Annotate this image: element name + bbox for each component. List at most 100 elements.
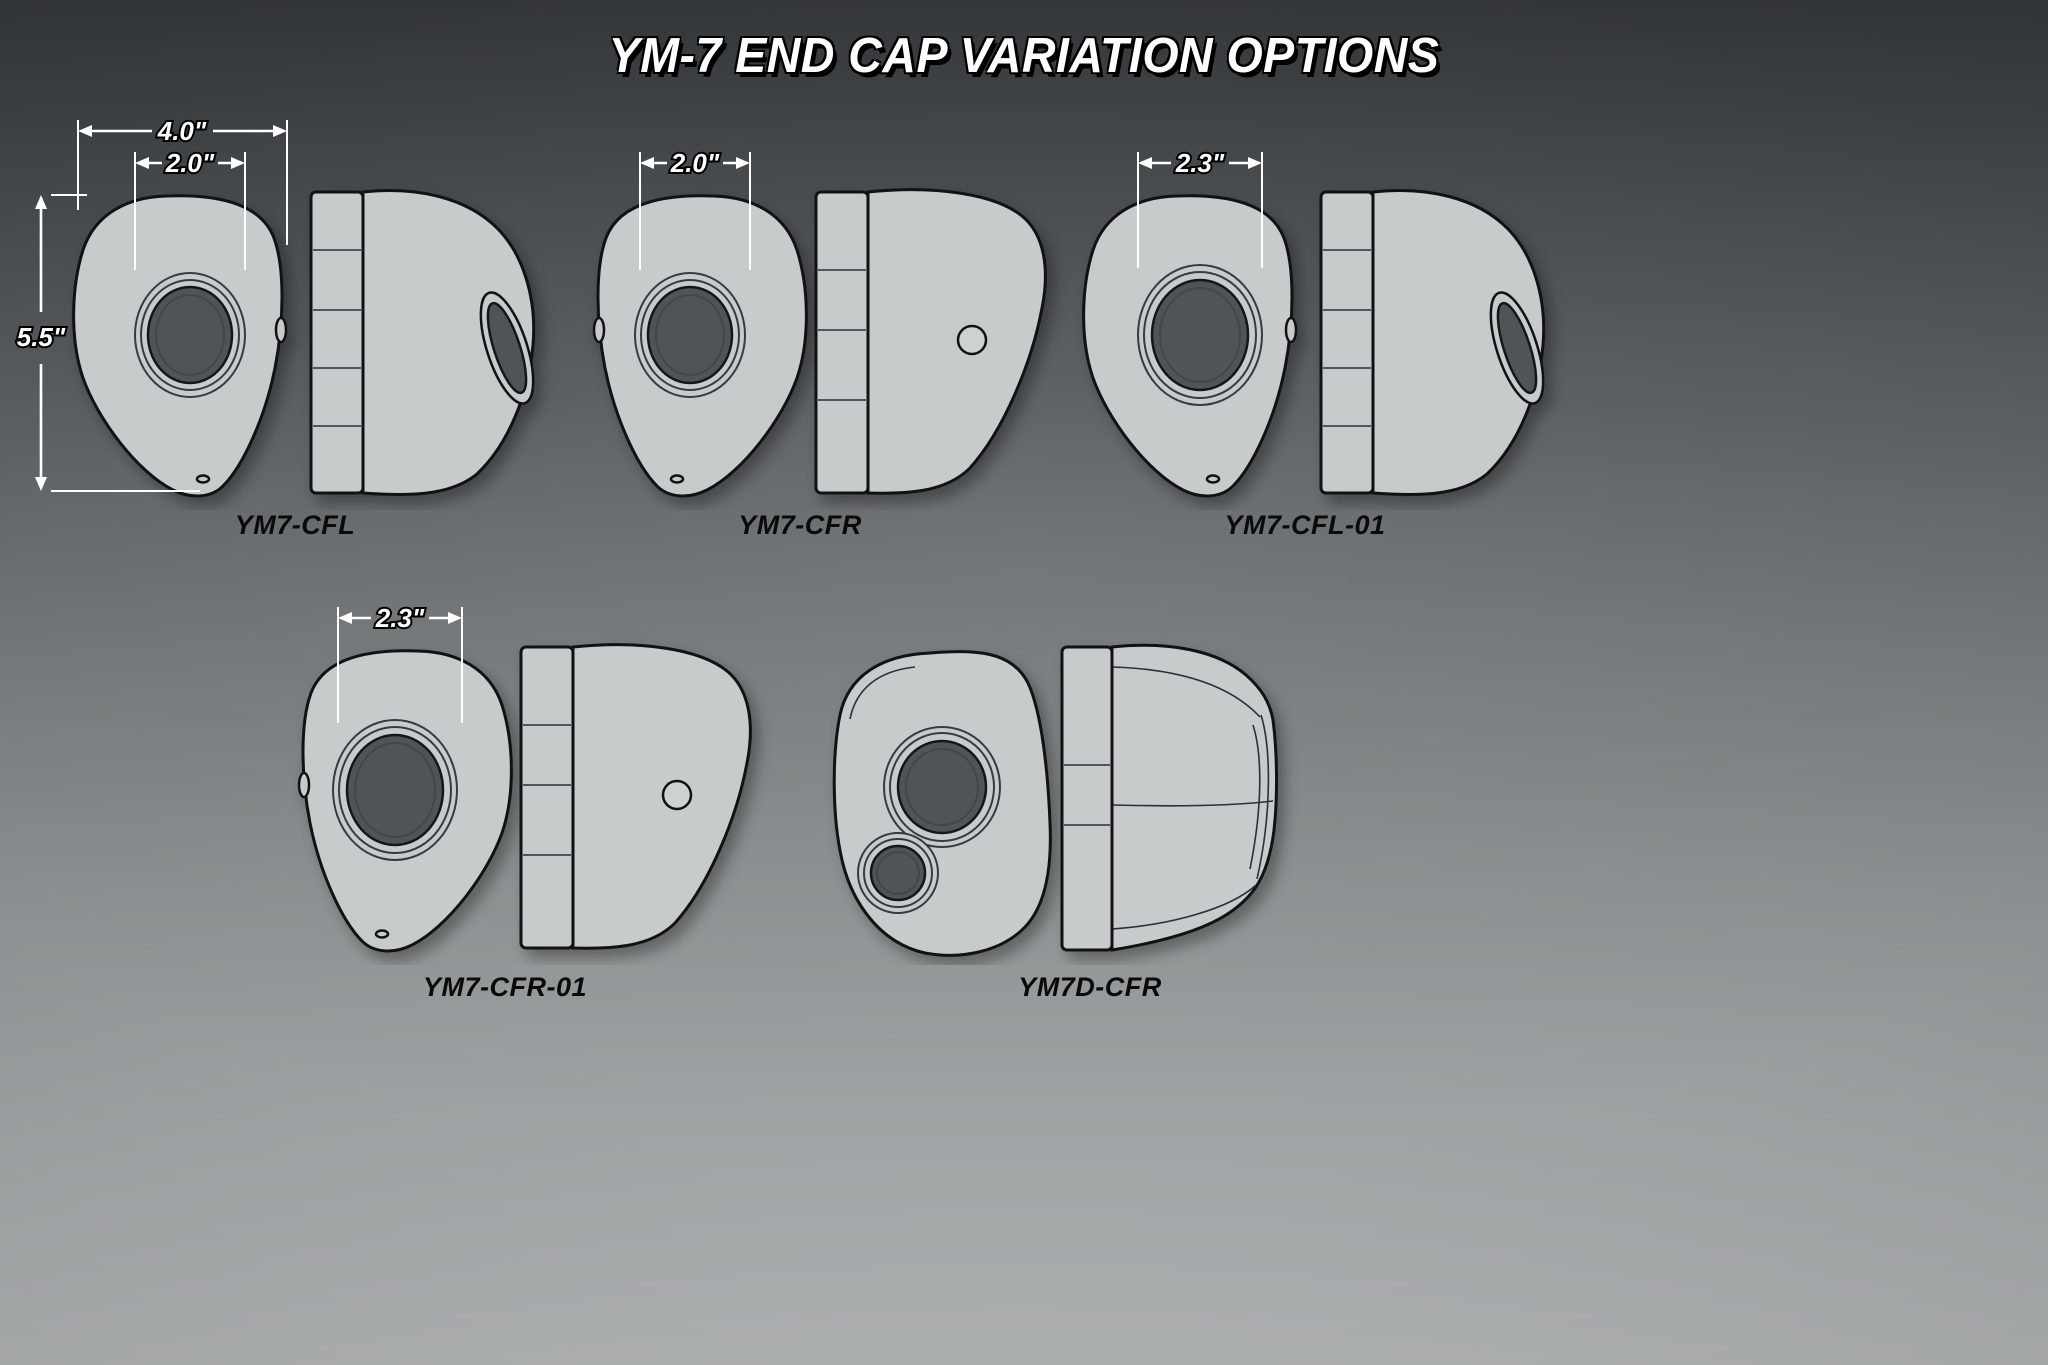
arrowhead-right: [448, 612, 462, 624]
dim-value-opening-width: 2.3": [1175, 148, 1225, 178]
outlet-tip: [1489, 291, 1545, 405]
dim-opening-width: 2.3": [337, 601, 463, 723]
arrowhead-left: [640, 157, 654, 169]
dim-value-opening-width: 2.3": [375, 603, 425, 633]
side-slot: [274, 316, 288, 344]
variant-label-ym7-cfr: YM7-CFR: [738, 510, 862, 540]
arrowhead-right: [736, 157, 750, 169]
arrowhead-left: [78, 125, 92, 137]
extension-lines: [134, 152, 246, 270]
rivet: [669, 474, 685, 484]
mount-flange: [309, 190, 365, 495]
outlet-ring-inner: [354, 742, 436, 838]
outlet-1-opening: [896, 739, 988, 835]
page-title: YM-7 END CAP VARIATION OPTIONS: [608, 29, 1440, 83]
taper-seam-bottom: [1111, 884, 1257, 930]
flange-seams: [313, 249, 361, 427]
side-view: [814, 188, 1047, 495]
outlet-opening: [345, 733, 445, 847]
extension-lines: [51, 194, 200, 492]
mount-flange: [519, 645, 575, 950]
side-view: [1060, 643, 1279, 952]
outlet-edge-outer: [1256, 714, 1270, 880]
outlet-2-ring-mid: [863, 838, 933, 908]
taper-seam-mid: [1111, 800, 1274, 807]
side-slot: [592, 316, 606, 344]
dim-value-overall-width: 4.0": [157, 116, 207, 146]
outlet-tip-bore: [486, 301, 528, 395]
rivet: [195, 474, 211, 484]
arrowhead-left: [1138, 157, 1152, 169]
outlet-ring-outer: [1137, 264, 1263, 406]
outlet-opening: [1150, 278, 1250, 392]
side-view: [309, 189, 536, 497]
drain-hole: [661, 779, 693, 811]
cap-body-profile: [866, 188, 1047, 495]
outlet-ring-inner: [1159, 287, 1241, 383]
variant-ym7-cfr-01: 2.3": [225, 555, 785, 970]
face-contour: [849, 666, 916, 720]
side-slot: [1284, 316, 1298, 344]
variant-label-ym7d-cfr: YM7D-CFR: [1018, 972, 1162, 1002]
ym7d-cfr-drawing: [832, 643, 1279, 957]
taper-seam-top: [1111, 666, 1261, 718]
dim-overall-width: 4.0": [77, 114, 288, 245]
cap-body-profile: [571, 643, 752, 950]
variant-label-ym7-cfr-01: YM7-CFR-01: [422, 972, 588, 1002]
rivet: [374, 929, 390, 939]
cap-body-profile: [1110, 643, 1279, 952]
dim-value-overall-height: 5.5": [17, 322, 66, 352]
flange-seams: [523, 724, 571, 856]
mirrored-face: [297, 649, 513, 953]
arrowhead-right: [1248, 157, 1262, 169]
outlet-ring-mid: [640, 279, 740, 391]
front-view: [832, 650, 1052, 957]
variant-ym7d-cfr: [810, 555, 1370, 970]
outlet-1-ring-inner: [905, 748, 979, 826]
variant-label-ym7-cfl-01: YM7-CFL-01: [1224, 510, 1386, 540]
mount-flange: [814, 190, 870, 495]
extension-lines: [337, 607, 463, 723]
outlet-ring-outer: [134, 272, 246, 398]
flange-seams: [818, 269, 866, 401]
dim-opening-width: 2.0": [134, 146, 246, 270]
ym7-cfr-drawing: 2.0": [592, 146, 1047, 498]
outlet-ring-inner: [155, 294, 225, 376]
front-view: [72, 194, 288, 498]
ym7-cfl-drawing: 4.0" 2.0" 5.5": [15, 114, 536, 498]
arrowhead-left: [135, 157, 149, 169]
outlet-ring-outer: [634, 272, 746, 398]
outlet-2-opening: [869, 844, 927, 902]
dim-value-opening-width: 2.0": [670, 148, 720, 178]
dim-opening-width: 2.0": [639, 146, 751, 270]
outlet-1-ring-outer: [883, 726, 1001, 848]
dim-opening-width: 2.3": [1137, 146, 1263, 268]
front-view: [1082, 194, 1298, 498]
cap-body-profile: [361, 189, 536, 497]
mount-flange: [1319, 190, 1375, 495]
outlet-ring-mid: [338, 726, 452, 854]
outlet-edge-inner: [1249, 724, 1261, 870]
mirrored-face: [592, 194, 808, 498]
variant-ym7-cfr: 2.0": [520, 100, 1080, 515]
dim-overall-height: 5.5": [15, 194, 200, 492]
ym7-cfl-01-drawing: 2.3": [1082, 146, 1546, 498]
side-slot: [297, 771, 311, 799]
arrowhead-up: [35, 195, 47, 209]
drain-hole: [956, 324, 988, 356]
rivet: [1205, 474, 1221, 484]
outlet-2-ring-inner: [876, 851, 920, 895]
arrowhead-down: [35, 477, 47, 491]
ym7-cfr-01-drawing: 2.3": [297, 601, 752, 953]
outlet-tip-bore: [1496, 301, 1538, 395]
outlet-opening: [646, 285, 734, 385]
variant-label-ym7-cfl: YM7-CFL: [234, 510, 356, 540]
side-view: [1319, 189, 1546, 497]
outlet-ring-outer: [332, 719, 458, 861]
variant-ym7-cfl-01: 2.3": [1025, 100, 1585, 515]
outlet-1-ring-mid: [889, 732, 995, 842]
arrowhead-right: [231, 157, 245, 169]
front-view: [592, 194, 808, 498]
outlet-ring-mid: [1143, 271, 1257, 399]
